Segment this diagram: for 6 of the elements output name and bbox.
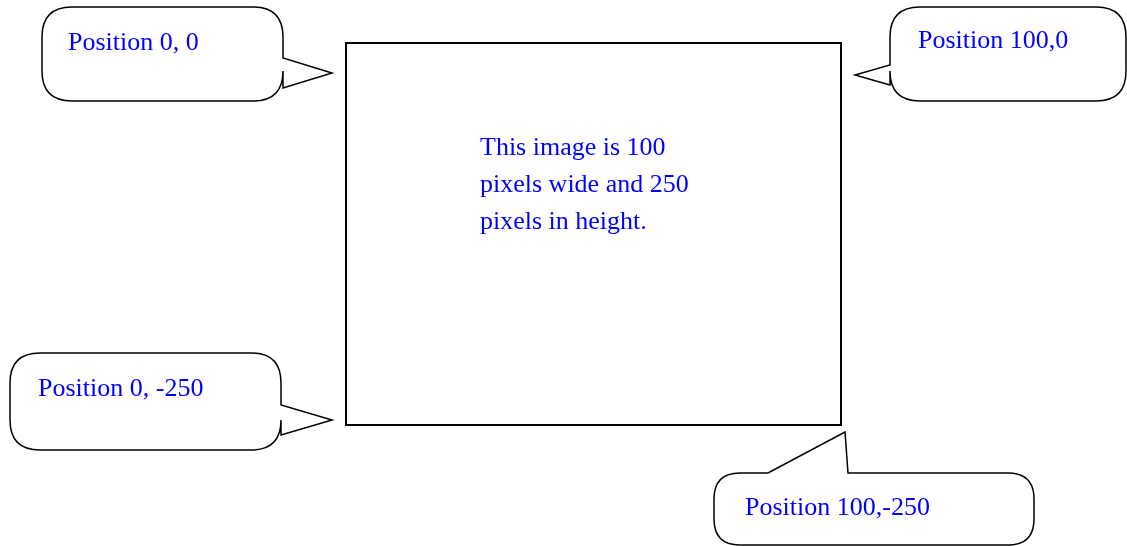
image-outline — [345, 42, 842, 426]
description-text: This image is 100 pixels wide and 250 pixels in height. — [480, 131, 690, 237]
callout-text: Position 100,0 — [918, 24, 1069, 56]
callout-text: Position 0, -250 — [38, 372, 204, 404]
callout-text: Position 100,-250 — [745, 491, 930, 523]
callout-text: Position 0, 0 — [68, 26, 199, 58]
